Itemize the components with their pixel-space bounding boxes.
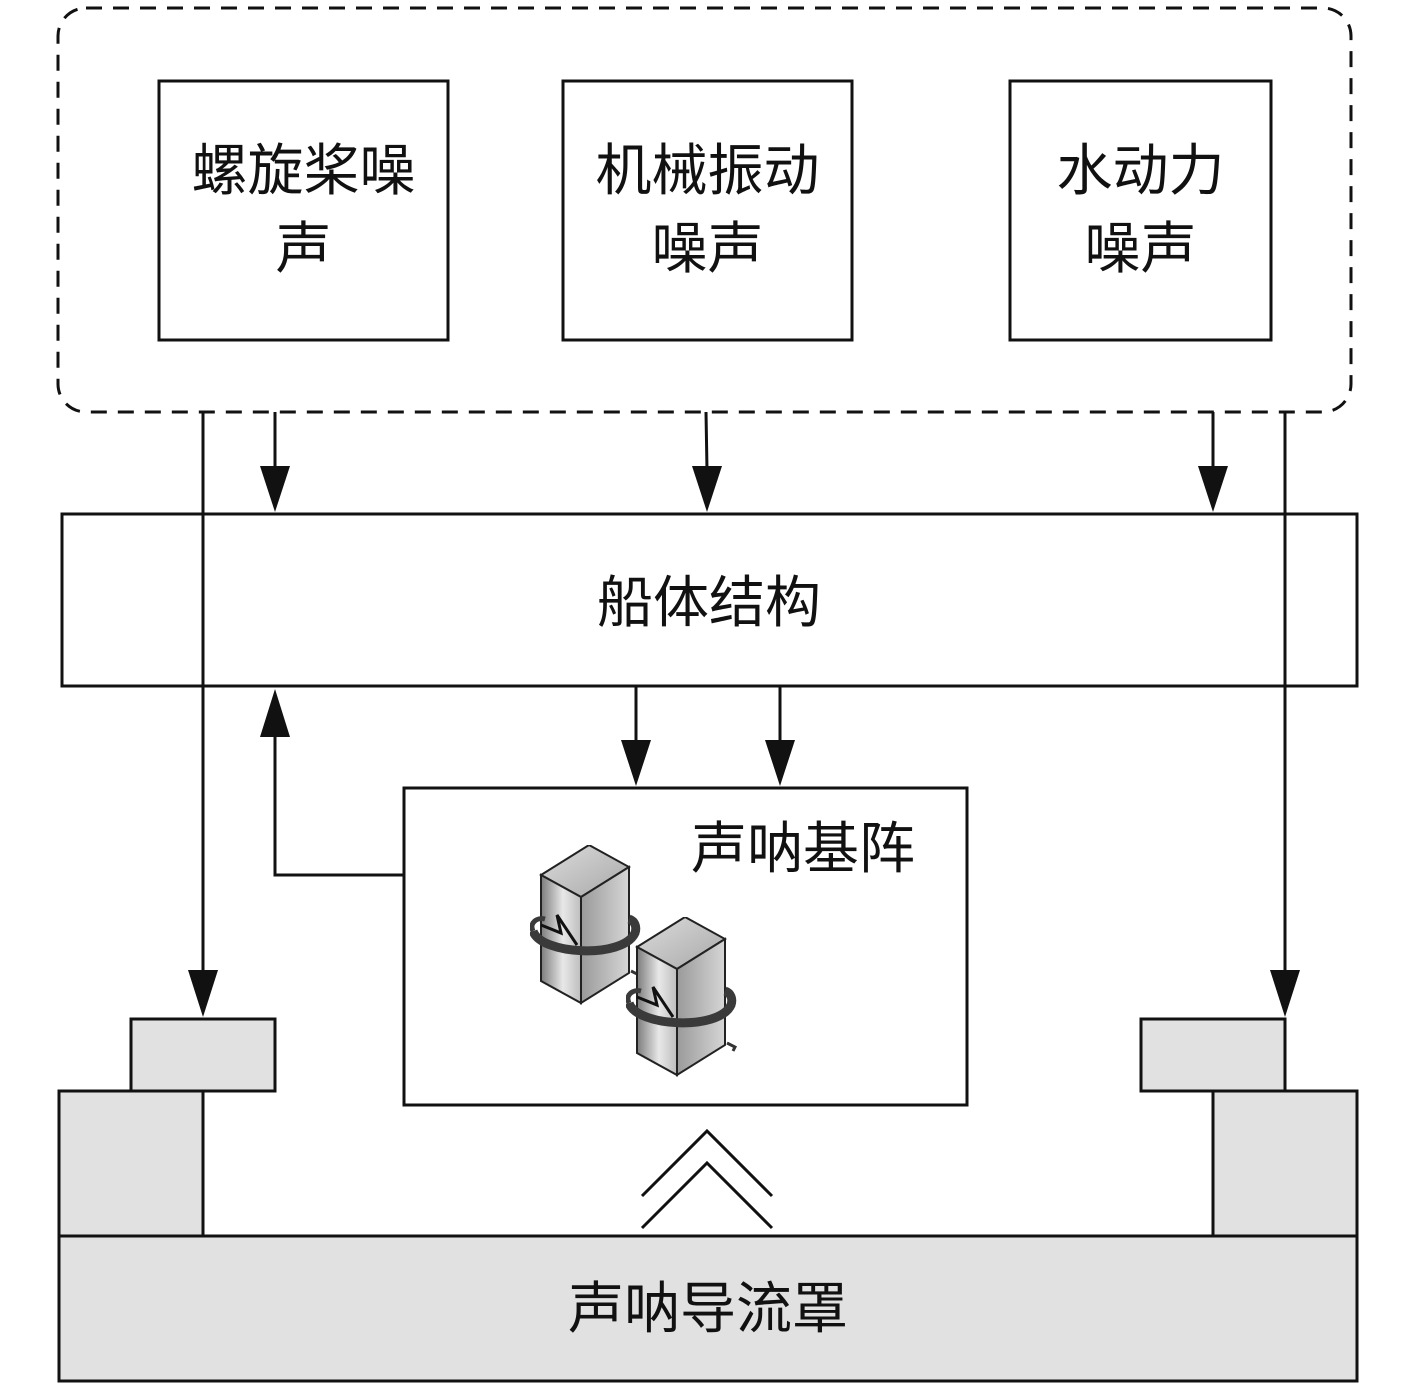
hydrodynamic-noise-label-line1: 水动力: [1057, 139, 1225, 204]
propeller-noise-box: 螺旋桨噪 声: [157, 79, 450, 342]
arrow-sources-to-hull-center: [692, 411, 722, 512]
right-flange-top: [1139, 1017, 1287, 1093]
mechanical-noise-label-line1: 机械振动: [596, 139, 820, 204]
sonar-base-array-label: 声呐基阵: [691, 817, 915, 882]
arrow-hull-to-sonar-right: [765, 686, 795, 786]
hydrodynamic-noise-box: 水动力 噪声: [1008, 79, 1273, 342]
sonar-base-array-box: 声呐基阵: [402, 786, 969, 1107]
arrow-sonar-to-hull-feedback: [260, 689, 404, 877]
arrow-sources-to-hull-left: [260, 412, 290, 512]
left-flange-top: [129, 1017, 277, 1093]
sonar-dome-structure: 声呐导流罩: [57, 1017, 1359, 1383]
right-flange-base: [1211, 1089, 1359, 1238]
double-chevron-up-icon: [640, 1128, 774, 1230]
sonar-dome-box: [57, 1234, 1359, 1383]
arrow-hull-to-sonar-left: [621, 686, 651, 786]
hydrodynamic-noise-label-line2: 噪声: [1085, 217, 1197, 282]
hull-structure-label: 船体结构: [597, 571, 821, 636]
mechanical-noise-label-line2: 噪声: [652, 217, 764, 282]
arrow-sources-to-left-flange: [188, 412, 218, 1017]
hull-structure-box: 船体结构: [60, 512, 1359, 688]
arrow-sources-to-hull-right: [1198, 412, 1228, 512]
propeller-noise-label-line1: 螺旋桨噪: [192, 139, 416, 204]
mechanical-vibration-noise-box: 机械振动 噪声: [561, 79, 854, 342]
sonar-dome-label: 声呐导流罩: [568, 1277, 848, 1342]
arrow-sources-to-right-flange: [1270, 412, 1300, 1017]
left-flange-base: [57, 1089, 205, 1238]
propeller-noise-label-line2: 声: [276, 217, 332, 282]
